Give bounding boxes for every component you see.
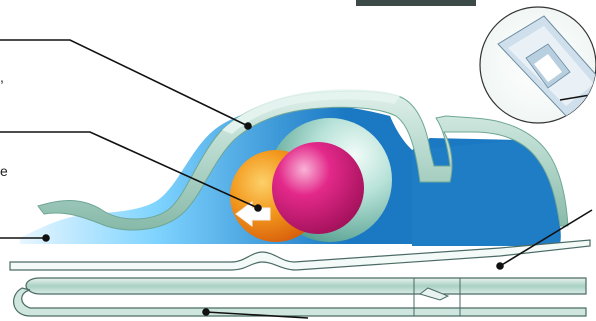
leader-dot-ball <box>255 205 261 211</box>
leader-dot-cavity <box>43 235 49 241</box>
leader-dot-plate <box>203 309 209 315</box>
edge-label-fragment-1: , <box>0 70 4 84</box>
ball-magenta-core <box>272 142 364 234</box>
top-bar-fragment <box>356 0 476 6</box>
magnifier-inset-icon <box>480 7 596 123</box>
leader-dot-spring <box>497 263 503 269</box>
base-plate <box>26 278 586 294</box>
edge-label-fragment-2: e <box>0 164 8 178</box>
leader-dot-housing <box>245 123 251 129</box>
leader-line-housing <box>0 40 248 126</box>
